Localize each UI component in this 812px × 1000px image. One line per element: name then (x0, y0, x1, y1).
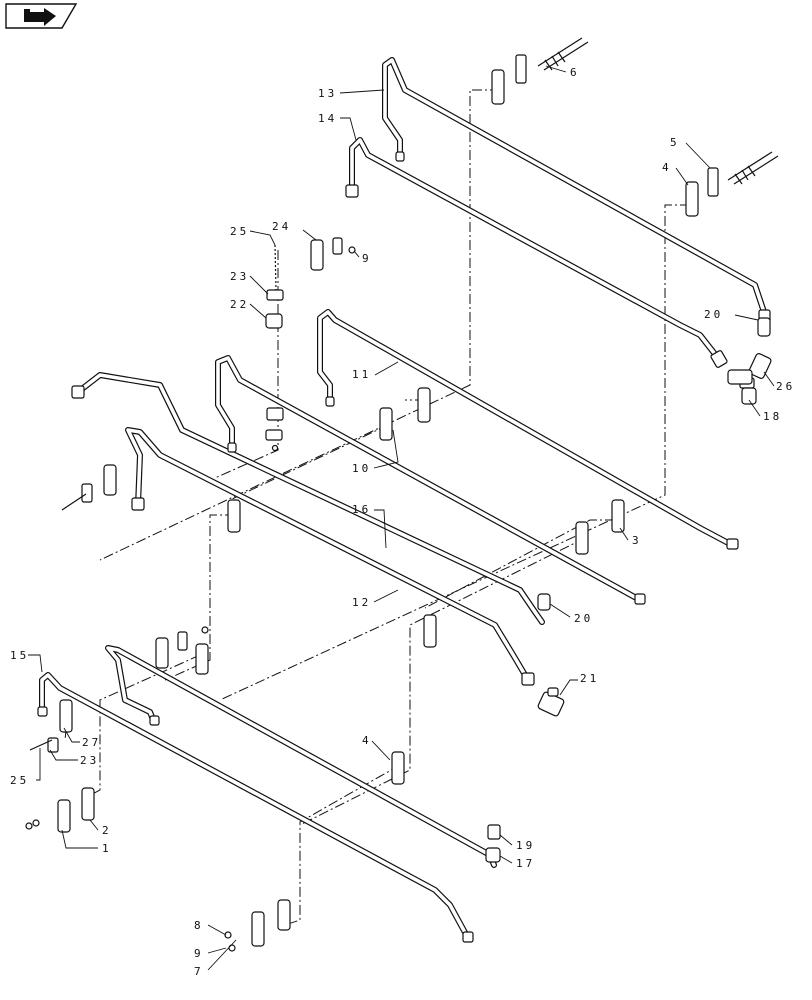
callout-20-upper: 20 (704, 308, 723, 321)
callout-14: 14 (318, 112, 337, 125)
fitting-20-upper (757, 317, 771, 337)
callout-18: 18 (763, 410, 782, 423)
tube-13 (382, 57, 768, 318)
callout-12: 12 (352, 596, 371, 609)
bolts-and-nuts (25, 37, 779, 952)
callout-9-lower: 9 (194, 947, 204, 960)
tube-16 (75, 372, 545, 625)
callout-24: 24 (272, 220, 291, 233)
callout-4-lower: 4 (362, 734, 372, 747)
callout-17: 17 (516, 857, 535, 870)
callout-1: 1 (102, 842, 112, 855)
tube-15 (39, 672, 471, 941)
fitting-19 (487, 824, 501, 840)
callout-leaders (28, 65, 775, 971)
callout-21: 21 (580, 672, 599, 685)
callout-9-upper: 9 (362, 252, 372, 265)
callout-10: 10 (352, 462, 371, 475)
clamp-blocks (47, 54, 719, 947)
fitting-18 (727, 369, 757, 405)
fitting-17 (485, 847, 501, 863)
tube-14 (349, 137, 721, 361)
callout-5: 5 (670, 136, 680, 149)
callout-13: 13 (318, 87, 337, 100)
tube-10 (215, 355, 643, 603)
tube-17-line (105, 645, 497, 868)
callout-25-lower: 25 (10, 774, 29, 787)
callout-7: 7 (194, 965, 204, 978)
callout-26: 26 (776, 380, 795, 393)
callout-3: 3 (632, 534, 642, 547)
tube-11 (317, 309, 735, 548)
callout-2: 2 (102, 824, 112, 837)
callout-27: 27 (82, 736, 101, 749)
tube-12 (125, 427, 531, 683)
fitting-21 (537, 687, 565, 717)
callout-labels: 13 14 6 5 4 25 24 9 23 22 20 11 26 18 10… (10, 66, 795, 978)
fitting-20-lower (537, 593, 551, 611)
tube-end-nuts (37, 151, 771, 943)
callout-4-upper: 4 (662, 161, 672, 174)
callout-23-upper: 23 (230, 270, 249, 283)
callout-20-lower: 20 (574, 612, 593, 625)
callout-25-upper: 25 (230, 225, 249, 238)
callout-15: 15 (10, 649, 29, 662)
page-navigation-icon[interactable] (5, 3, 78, 29)
assembly-centerlines (64, 89, 690, 926)
callout-19: 19 (516, 839, 535, 852)
callout-16: 16 (352, 503, 371, 516)
callout-23-lower: 23 (80, 754, 99, 767)
callout-8: 8 (194, 919, 204, 932)
callout-22: 22 (230, 298, 249, 311)
callout-11: 11 (352, 368, 371, 381)
callout-6: 6 (570, 66, 580, 79)
